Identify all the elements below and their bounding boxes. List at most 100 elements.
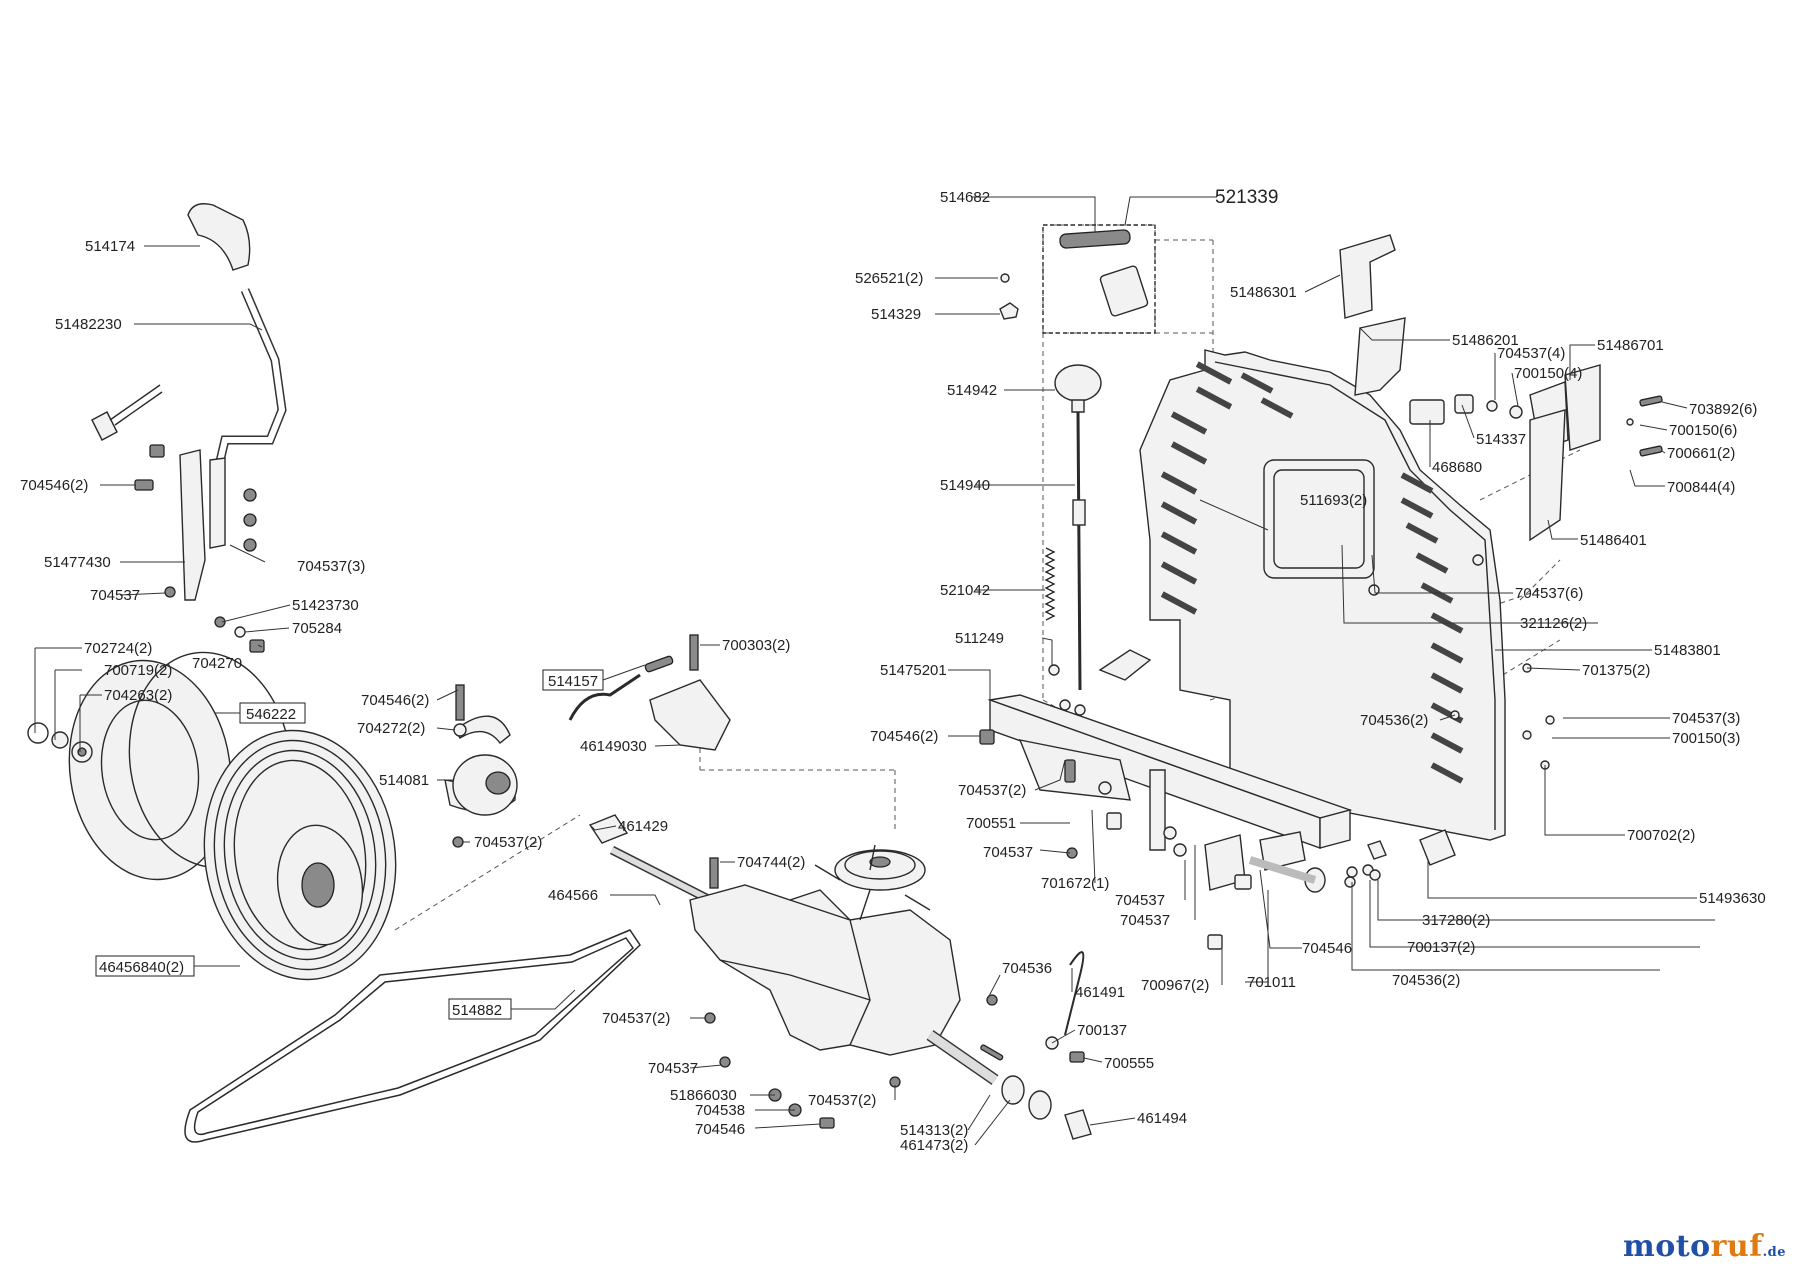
label-704537-f: 704537 xyxy=(648,1060,698,1077)
label-51486201: 51486201 xyxy=(1452,332,1519,349)
label-704272-2: 704272(2) xyxy=(357,720,425,737)
label-704537-2a: 704537(2) xyxy=(474,834,542,851)
label-546222: 546222 xyxy=(246,706,296,723)
label-704537-2c: 704537(2) xyxy=(602,1010,670,1027)
label-701375-2: 701375(2) xyxy=(1582,662,1650,679)
switch-kit-521339 xyxy=(999,224,1156,334)
label-700555: 700555 xyxy=(1104,1055,1154,1072)
label-461473-2: 461473(2) xyxy=(900,1137,968,1154)
label-704536-2b: 704536(2) xyxy=(1392,972,1460,989)
label-703892-6: 703892(6) xyxy=(1689,401,1757,418)
transaxle-assembly xyxy=(588,814,1092,1140)
label-321126-2: 321126(2) xyxy=(1520,615,1587,632)
label-704537-4: 704537(4) xyxy=(1497,345,1565,362)
label-701011: 701011 xyxy=(1247,974,1296,991)
watermark-part-de: .de xyxy=(1762,1245,1786,1260)
rear-frame xyxy=(987,694,1456,893)
label-704537-c: 704537 xyxy=(983,844,1033,861)
label-511693-2: 511693(2) xyxy=(1300,492,1367,509)
label-514682: 514682 xyxy=(940,189,990,206)
label-51475201: 51475201 xyxy=(880,662,947,679)
label-705284: 705284 xyxy=(292,620,342,637)
label-51486301: 51486301 xyxy=(1230,284,1297,301)
label-514313-2: 514313(2) xyxy=(900,1122,968,1139)
label-700551: 700551 xyxy=(966,815,1016,832)
label-701672-1: 701672(1) xyxy=(1041,875,1109,892)
label-514081: 514081 xyxy=(379,772,429,789)
label-51866030: 51866030 xyxy=(670,1087,737,1104)
label-700150-6: 700150(6) xyxy=(1669,422,1737,439)
label-514337: 514337 xyxy=(1476,431,1526,448)
label-700702-2: 700702(2) xyxy=(1627,827,1695,844)
watermark-part-moto: moto xyxy=(1622,1229,1711,1264)
label-704537-3b: 704537(3) xyxy=(1672,710,1740,727)
label-700967-2: 700967(2) xyxy=(1141,977,1209,994)
label-704744-2: 704744(2) xyxy=(737,854,805,871)
label-704263-2: 704263(2) xyxy=(104,687,172,704)
label-704546-c: 704546 xyxy=(695,1121,745,1138)
label-704537-2b: 704537(2) xyxy=(958,782,1026,799)
label-704546-2a: 704546(2) xyxy=(20,477,88,494)
watermark-part-ruf: ruf xyxy=(1710,1229,1763,1264)
label-704546-2c: 704546(2) xyxy=(361,692,429,709)
label-514882: 514882 xyxy=(452,1002,502,1019)
label-700303-2: 700303(2) xyxy=(722,637,790,654)
label-461491: 461491 xyxy=(1075,984,1125,1001)
label-514940: 514940 xyxy=(940,477,990,494)
label-514174: 514174 xyxy=(85,238,135,255)
label-514942: 514942 xyxy=(947,382,997,399)
label-511249: 511249 xyxy=(955,630,1004,647)
label-704537-6: 704537(6) xyxy=(1515,585,1583,602)
rear-wheels xyxy=(27,651,397,981)
label-704538: 704538 xyxy=(695,1102,745,1119)
label-704270: 704270 xyxy=(192,655,242,672)
v-belt-514882 xyxy=(184,929,641,1143)
label-468680: 468680 xyxy=(1432,459,1482,476)
label-702724-2: 702724(2) xyxy=(84,640,152,657)
label-514157: 514157 xyxy=(548,673,598,690)
label-704537-e: 704537 xyxy=(1120,912,1170,929)
label-521042: 521042 xyxy=(940,582,990,599)
label-464566: 464566 xyxy=(548,887,598,904)
label-704537-a: 704537 xyxy=(90,587,140,604)
label-700150-3: 700150(3) xyxy=(1672,730,1740,747)
brackets-right xyxy=(1339,234,1663,542)
label-317280-2: 317280(2) xyxy=(1422,912,1490,929)
label-700137: 700137 xyxy=(1077,1022,1127,1039)
label-704536: 704536 xyxy=(1002,960,1052,977)
label-704546-b: 704546 xyxy=(1302,940,1352,957)
label-700844-4: 700844(4) xyxy=(1667,479,1735,496)
label-51482230: 51482230 xyxy=(55,316,122,333)
part-number-labels: 514682 521339 526521(2) 514329 51486301 … xyxy=(20,187,1766,1154)
label-700150-4: 700150(4) xyxy=(1514,365,1582,382)
label-51486401: 51486401 xyxy=(1580,532,1647,549)
bracket-46149030 xyxy=(568,634,731,751)
label-51483801: 51483801 xyxy=(1654,642,1721,659)
label-704546-2b: 704546(2) xyxy=(870,728,938,745)
label-51486701: 51486701 xyxy=(1597,337,1664,354)
bearing-bracket xyxy=(444,684,518,848)
leader-lines xyxy=(34,196,1715,1146)
label-700137-2: 700137(2) xyxy=(1407,939,1475,956)
shift-lever xyxy=(1044,364,1152,691)
label-704537-2d: 704537(2) xyxy=(808,1092,876,1109)
drive-lever-assembly xyxy=(91,203,287,653)
label-700661-2: 700661(2) xyxy=(1667,445,1735,462)
label-704537-d: 704537 xyxy=(1115,892,1165,909)
label-521339: 521339 xyxy=(1215,187,1278,208)
label-461429: 461429 xyxy=(618,818,668,835)
label-51477430: 51477430 xyxy=(44,554,111,571)
label-514329: 514329 xyxy=(871,306,921,323)
label-700719-2: 700719(2) xyxy=(104,662,172,679)
label-46149030: 46149030 xyxy=(580,738,647,755)
label-51493630: 51493630 xyxy=(1699,890,1766,907)
label-704536-2a: 704536(2) xyxy=(1360,712,1428,729)
label-704537-3a: 704537(3) xyxy=(297,558,365,575)
label-51423730: 51423730 xyxy=(292,597,359,614)
frame-fasteners xyxy=(979,554,1555,950)
label-526521-2: 526521(2) xyxy=(855,270,923,287)
motoruf-watermark: motoruf.de xyxy=(1623,1229,1786,1264)
label-46456840-2: 46456840(2) xyxy=(99,959,184,976)
label-461494: 461494 xyxy=(1137,1110,1187,1127)
